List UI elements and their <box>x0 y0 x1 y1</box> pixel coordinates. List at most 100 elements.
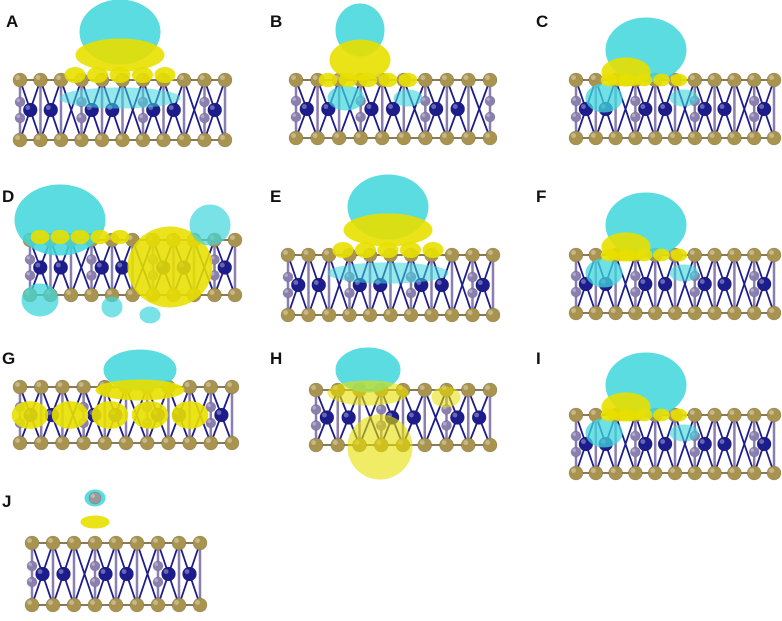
top-atom <box>24 535 40 551</box>
accumulation-isosurface <box>11 401 49 429</box>
top-atom <box>33 72 48 88</box>
top-atom <box>766 407 782 423</box>
depletion-isosurface <box>669 424 699 442</box>
bottom-atom <box>45 597 61 613</box>
bottom-atom <box>97 435 113 451</box>
accumulation-isosurface <box>635 248 653 262</box>
panel-label-i: I <box>536 349 541 368</box>
bottom-atom <box>608 305 623 321</box>
accumulation-isosurface <box>154 67 176 83</box>
panel-label-a: A <box>6 12 19 31</box>
top-atom <box>280 247 296 263</box>
top-atom <box>108 535 124 551</box>
metal-atom <box>428 101 444 117</box>
bottom-atom <box>383 307 398 323</box>
purple-atom <box>689 286 701 298</box>
depletion-isosurface <box>59 87 181 109</box>
bottom-atom <box>203 435 219 451</box>
structure-h <box>308 347 498 480</box>
panel-label-b: B <box>270 12 283 31</box>
depletion-isosurface <box>585 418 623 448</box>
accumulation-isosurface <box>95 379 185 401</box>
accumulation-isosurface <box>378 72 398 88</box>
top-atom <box>444 247 460 263</box>
accumulation-isosurface <box>87 67 108 83</box>
accumulation-isosurface <box>50 229 70 245</box>
depletion-isosurface <box>189 204 231 246</box>
bottom-atom <box>403 307 419 323</box>
bottom-atom <box>588 305 604 321</box>
bottom-atom <box>460 437 476 453</box>
accumulation-isosurface <box>377 242 399 258</box>
accumulation-isosurface <box>635 408 653 422</box>
purple-atom <box>420 111 431 123</box>
top-atom <box>482 72 498 88</box>
bottom-atom <box>171 597 187 613</box>
bottom-atom <box>197 132 212 148</box>
bottom-atom <box>12 435 28 451</box>
top-atom <box>727 247 742 263</box>
accumulation-isosurface <box>618 248 635 262</box>
structure-e <box>280 174 501 323</box>
bottom-atom <box>33 435 49 451</box>
top-atom <box>568 407 584 423</box>
top-atom <box>766 72 782 88</box>
structure-j <box>24 489 208 613</box>
bottom-atom <box>608 130 623 146</box>
bottom-atom <box>418 130 433 146</box>
accumulation-isosurface <box>653 408 670 422</box>
bottom-atom <box>139 435 155 451</box>
depletion-isosurface <box>393 89 423 107</box>
bottom-atom <box>588 465 604 481</box>
bottom-atom <box>301 307 316 323</box>
accumulation-isosurface <box>670 248 688 262</box>
top-atom <box>746 72 762 88</box>
bottom-atom <box>207 287 222 303</box>
bottom-atom <box>227 287 243 303</box>
top-atom <box>33 379 49 395</box>
bottom-atom <box>568 130 584 146</box>
top-atom <box>55 379 70 395</box>
top-atom <box>465 247 480 263</box>
panel-e: E <box>268 174 508 335</box>
metal-atom <box>161 566 176 582</box>
purple-atom <box>86 254 97 265</box>
accumulation-isosurface <box>600 408 618 422</box>
bottom-atom <box>568 305 584 321</box>
bottom-atom <box>647 305 663 321</box>
purple-atom <box>630 430 641 442</box>
metal-atom <box>319 410 335 425</box>
bottom-atom <box>321 307 337 323</box>
metal-atom <box>638 276 653 292</box>
bottom-atom <box>33 132 48 148</box>
purple-atom <box>205 417 217 429</box>
structure-i <box>568 352 782 481</box>
metal-atom <box>638 436 653 452</box>
bottom-atom <box>417 437 433 453</box>
depletion-isosurface <box>669 264 699 282</box>
accumulation-isosurface <box>109 67 131 83</box>
bottom-atom <box>192 597 208 613</box>
metal-atom <box>114 260 130 275</box>
purple-atom <box>152 560 164 572</box>
accumulation-isosurface <box>30 229 50 245</box>
bottom-atom <box>707 465 722 481</box>
panel-label-d: D <box>2 187 15 206</box>
bottom-atom <box>687 305 703 321</box>
bottom-atom <box>647 130 663 146</box>
accumulation-isosurface <box>355 242 376 258</box>
structure-d <box>14 184 243 324</box>
bottom-atom <box>727 130 742 146</box>
top-atom <box>707 247 722 263</box>
metal-atom <box>166 102 182 118</box>
bottom-atom <box>342 307 357 323</box>
purple-atom <box>570 95 582 107</box>
top-atom <box>308 382 324 398</box>
top-atom <box>227 232 243 248</box>
purple-atom <box>689 111 701 123</box>
depletion-isosurface <box>21 283 59 317</box>
top-atom <box>727 407 742 423</box>
purple-atom <box>344 287 355 299</box>
purple-atom <box>199 96 210 108</box>
bottom-atom <box>746 130 762 146</box>
